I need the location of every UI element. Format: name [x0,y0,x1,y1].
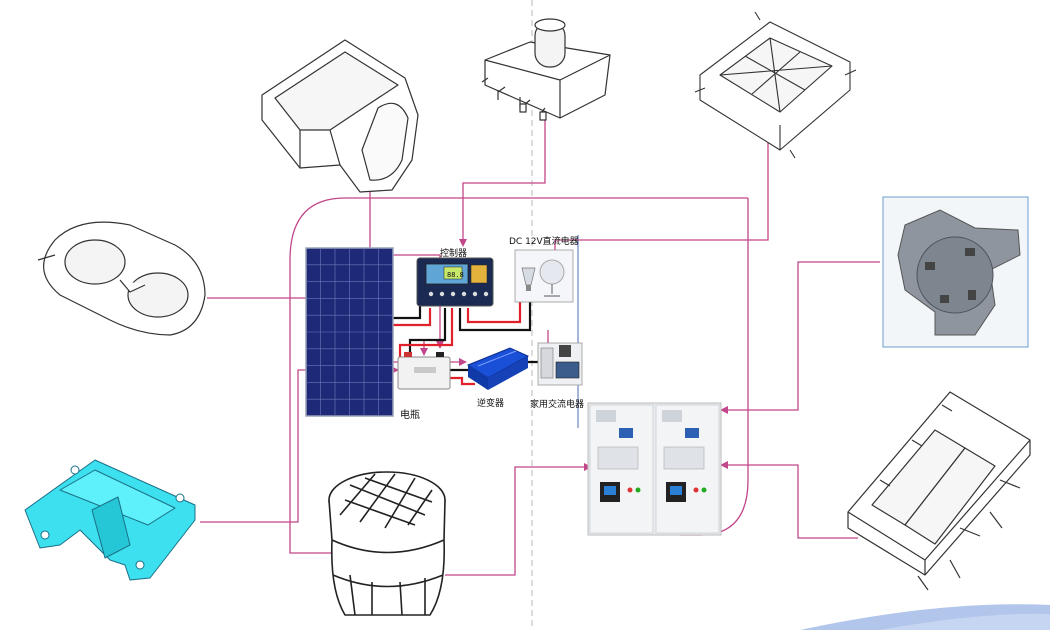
switchgear-cabinet-icon [587,402,722,536]
cyan-bracket-part-icon [24,459,196,581]
oval-holder-part-icon [37,221,206,336]
frame-to-dc [554,140,769,285]
charge-controller-icon [416,257,494,307]
ac-load-label: 家用交流电器 [530,400,585,410]
wire-controller-battery-black [408,308,447,357]
slotted-frame-part-icon [847,391,1031,591]
wire-panel-controller-black [390,303,422,320]
controller-label: 控制器 [440,249,468,259]
grid-to-cabinet [445,466,588,576]
tray-part-icon [261,39,419,193]
arrow-inverter [459,358,467,366]
inverter-icon [466,347,530,390]
three-arm-metal-part-icon [882,196,1029,348]
wire-battery-inverter-red [450,376,475,386]
arrow-cabinet-top [720,406,728,414]
wire-panel-controller-red [390,308,432,327]
battery-icon [397,352,451,390]
lcd-reading: 88.8 [447,271,464,279]
dc-lamp-icon [514,249,574,303]
solar-panel-icon [305,247,394,417]
corner-swoosh-light [880,613,1050,630]
wire-controller-dc-red [466,290,522,324]
ac-appliance-icon [537,342,583,386]
inverter-label: 逆变器 [477,399,505,409]
arrow-controller [459,239,467,247]
arrow-battery-top [420,348,428,356]
battery-label: 电瓶 [400,410,420,421]
threearm-to-cabinet [724,261,880,411]
slotted-to-cabinet [724,464,858,539]
square-frame-part-icon [694,11,857,159]
connector-block-part-icon [481,18,611,121]
round-grid-part-icon [328,471,446,616]
arrow-cabinet-bottom [720,461,728,469]
wire-battery-inverter-black [450,368,472,375]
dc-load-label: DC 12V直流电器 [509,237,579,247]
block-to-controller [462,120,546,243]
wire-controller-dc-black [458,290,532,332]
enclosure-top-left [289,197,748,554]
